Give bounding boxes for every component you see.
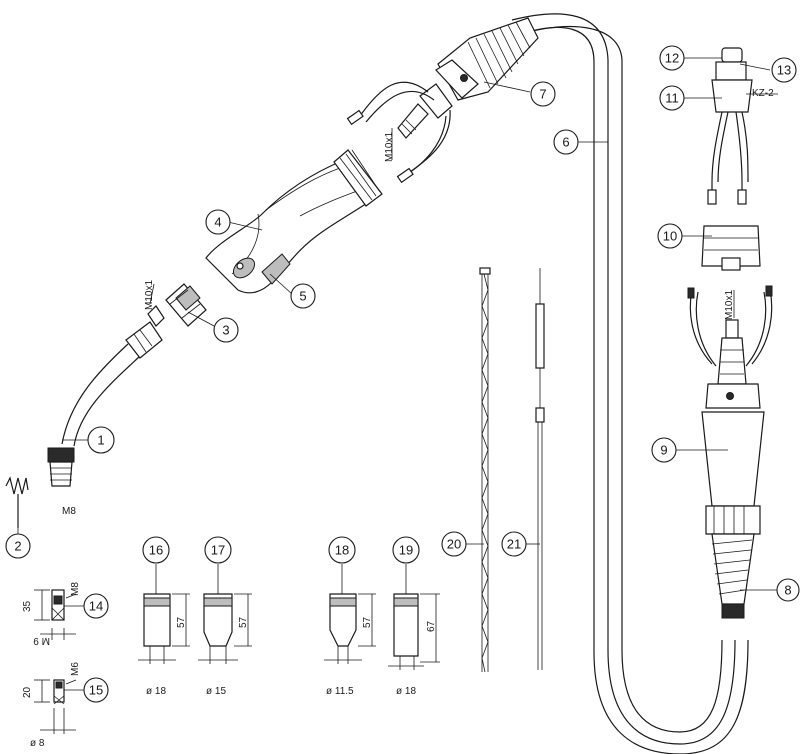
svg-text:10: 10 [663, 229, 677, 244]
gas-nozzle-19 [388, 593, 440, 670]
dim-label-57-c: 57 [362, 616, 373, 628]
connector-label-kz2: KZ-2 [752, 88, 774, 99]
callout-19: 19 [392, 536, 420, 564]
callout-8: 8 [776, 578, 800, 602]
control-wires-7 [346, 81, 451, 184]
svg-text:6: 6 [562, 135, 569, 150]
torch-handle-4 [205, 149, 383, 294]
callout-15: 15 [83, 677, 109, 703]
cable-hose-6 [511, 13, 749, 754]
spring-guard-8 [711, 533, 755, 619]
thread-label-m9: M 9 [33, 635, 50, 646]
gas-nozzle-18 [324, 593, 376, 664]
swan-neck-1 [47, 305, 165, 487]
dim-label-57-b: 57 [238, 616, 249, 628]
central-adapter-9 [687, 285, 773, 535]
liner-20 [479, 267, 491, 673]
svg-text:5: 5 [299, 289, 306, 304]
dia-label-18-b: ø 18 [396, 686, 416, 697]
callout-11: 11 [659, 85, 685, 111]
leader-lines [17, 57, 778, 691]
callout-1: 1 [87, 426, 115, 454]
svg-text:18: 18 [335, 543, 349, 558]
callout-9: 9 [651, 437, 677, 463]
thread-label-m10x1-adapter: M10x1 [724, 290, 735, 320]
dia-label-11-5: ø 11.5 [326, 686, 354, 697]
callout-20: 20 [441, 531, 467, 557]
svg-text:1: 1 [97, 433, 104, 448]
callout-7: 7 [530, 81, 556, 107]
liner-21 [535, 268, 545, 670]
dia-label-8: ø 8 [30, 738, 45, 749]
bellows-strain-relief-7 [419, 17, 539, 119]
callout-4: 4 [205, 209, 231, 235]
svg-text:8: 8 [784, 583, 791, 598]
thread-label-m10x1-cable: M10x1 [384, 132, 395, 162]
thread-label-m10x1-neck: M10x1 [144, 280, 155, 310]
spring-2 [5, 476, 29, 528]
callout-6: 6 [553, 129, 579, 155]
callout-18: 18 [328, 536, 356, 564]
svg-text:14: 14 [89, 599, 103, 614]
dia-label-18-a: ø 18 [146, 686, 166, 697]
svg-text:12: 12 [665, 51, 679, 66]
callout-3: 3 [213, 317, 239, 343]
dim-label-67: 67 [426, 620, 437, 632]
callout-10: 10 [657, 223, 683, 249]
contact-tip-15 [34, 679, 77, 734]
callout-14: 14 [83, 593, 109, 619]
callout-12: 12 [659, 45, 685, 71]
callout-5: 5 [290, 283, 316, 309]
svg-text:4: 4 [214, 215, 221, 230]
svg-text:7: 7 [539, 87, 546, 102]
thread-label-m8-neck: M8 [62, 506, 76, 517]
svg-text:9: 9 [660, 443, 667, 458]
callout-13: 13 [771, 57, 797, 83]
svg-text:3: 3 [222, 323, 229, 338]
thread-label-m8-tip: M8 [70, 582, 81, 596]
thread-label-m6-tip: M6 [70, 662, 81, 676]
dia-label-15: ø 15 [206, 686, 226, 697]
callout-21: 21 [501, 531, 527, 557]
dim-label-20: 20 [22, 686, 33, 698]
callout-16: 16 [142, 536, 170, 564]
svg-text:20: 20 [447, 537, 461, 552]
svg-text:21: 21 [507, 537, 521, 552]
contact-tip-14 [34, 589, 77, 640]
svg-text:17: 17 [211, 543, 225, 558]
svg-text:19: 19 [399, 543, 413, 558]
callout-2: 2 [5, 533, 31, 559]
dim-label-57-a: 57 [176, 616, 187, 628]
connector-plug-11 [707, 47, 753, 205]
svg-text:16: 16 [149, 543, 163, 558]
svg-text:11: 11 [665, 91, 679, 106]
svg-text:13: 13 [777, 63, 791, 78]
svg-text:15: 15 [89, 683, 103, 698]
dim-label-35: 35 [22, 600, 33, 612]
gas-nozzle-17 [198, 593, 252, 664]
gas-nozzle-16 [138, 593, 190, 664]
callout-17: 17 [204, 536, 232, 564]
nozzle-nut-3 [165, 283, 207, 327]
svg-text:2: 2 [14, 539, 21, 554]
nut-10 [701, 225, 761, 271]
